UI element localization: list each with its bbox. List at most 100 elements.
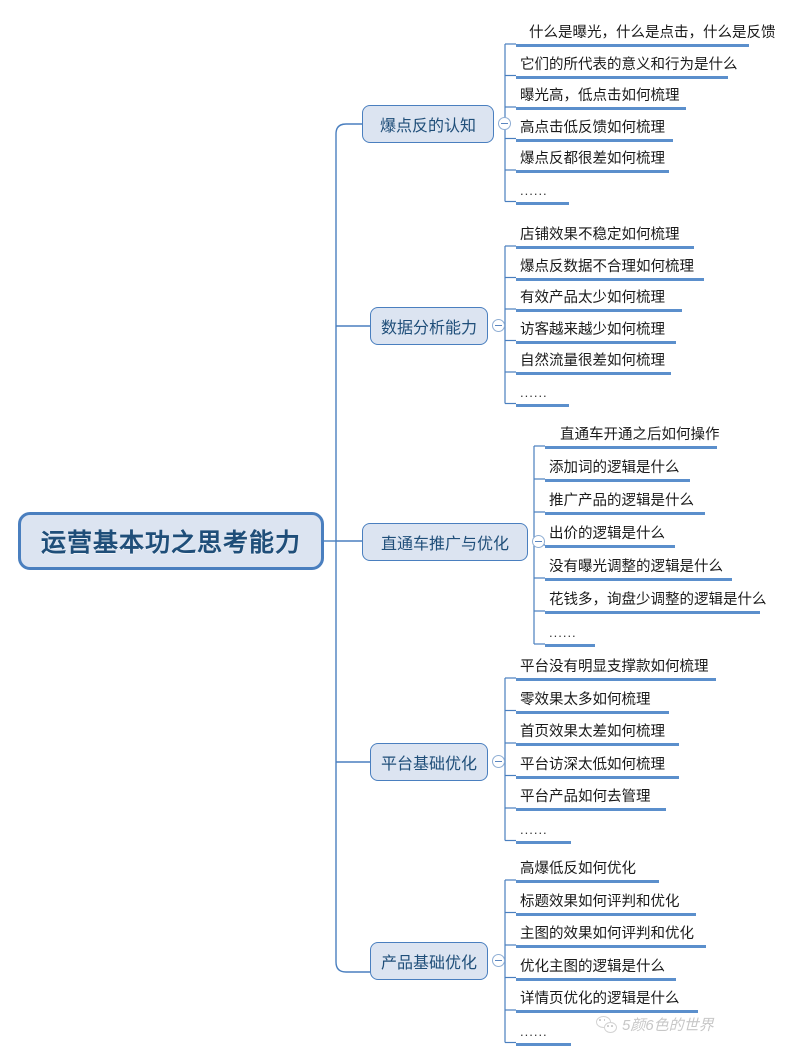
leaf-item[interactable]: 添加词的逻辑是什么: [545, 458, 690, 482]
leaf-item-underline: [516, 1010, 698, 1013]
leaf-item-label: 零效果太多如何梳理: [520, 691, 651, 708]
leaf-item[interactable]: 零效果太多如何梳理: [516, 690, 669, 714]
root-node[interactable]: 运营基本功之思考能力: [18, 512, 324, 570]
leaf-item[interactable]: 主图的效果如何评判和优化: [516, 924, 706, 948]
branch-node-label: 平台基础优化: [381, 756, 478, 773]
leaf-item-underline: [545, 644, 595, 647]
leaf-item[interactable]: ......: [516, 383, 569, 407]
leaf-item-underline: [516, 246, 694, 249]
leaf-item[interactable]: 什么是曝光，什么是点击，什么是反馈: [516, 23, 780, 47]
leaf-item[interactable]: 平台访深太低如何梳理: [516, 755, 679, 779]
leaf-item-label: 没有曝光调整的逻辑是什么: [549, 559, 723, 575]
leaf-item-underline: [516, 107, 686, 110]
leaf-item-underline: [516, 372, 671, 375]
leaf-item-label: 自然流量很差如何梳理: [520, 353, 665, 369]
leaf-item-underline: [516, 277, 704, 281]
leaf-item-label: 高爆低反如何优化: [520, 861, 636, 877]
watermark-text: 5颜6色的世界: [622, 1017, 714, 1034]
leaf-item[interactable]: ......: [516, 820, 571, 844]
leaf-item[interactable]: 曝光高，低点击如何梳理: [516, 86, 686, 110]
leaf-item-underline: [545, 446, 717, 449]
leaf-item-label: 爆点反数据不合理如何梳理: [520, 258, 694, 275]
leaf-item-label: 有效产品太少如何梳理: [520, 290, 665, 306]
leaf-item-label: 首页效果太差如何梳理: [520, 724, 665, 740]
leaf-item-underline: [516, 808, 666, 811]
leaf-item-underline: [516, 912, 696, 916]
leaf-item-label: 高点击低反馈如何梳理: [520, 119, 665, 136]
leaf-item-label: 平台产品如何去管理: [520, 789, 651, 805]
collapse-minus-icon[interactable]: [498, 117, 511, 130]
collapse-minus-icon[interactable]: [492, 954, 505, 967]
leaf-item-underline: [545, 578, 732, 581]
leaf-item[interactable]: 店铺效果不稳定如何梳理: [516, 225, 694, 249]
leaf-item[interactable]: 自然流量很差如何梳理: [516, 351, 671, 375]
leaf-item-label: 什么是曝光，什么是点击，什么是反馈: [529, 25, 776, 41]
leaf-item-label: 详情页优化的逻辑是什么: [520, 991, 680, 1007]
leaf-item-label: 优化主图的逻辑是什么: [520, 958, 665, 975]
leaf-item-label: ......: [520, 182, 548, 198]
leaf-item-underline: [516, 138, 673, 142]
branch-node-2[interactable]: 数据分析能力: [370, 307, 488, 345]
branch-node-label: 直通车推广与优化: [380, 536, 509, 553]
branch-node-label: 爆点反的认知: [379, 118, 476, 135]
collapse-minus-icon[interactable]: [532, 535, 545, 548]
watermark: 5颜6色的世界: [596, 1014, 714, 1035]
leaf-item-underline: [545, 611, 760, 614]
branch-node-label: 数据分析能力: [381, 320, 478, 337]
leaf-item-underline: [516, 775, 679, 779]
leaf-item[interactable]: 推广产品的逻辑是什么: [545, 491, 705, 515]
leaf-item[interactable]: 详情页优化的逻辑是什么: [516, 989, 698, 1013]
leaf-item[interactable]: 爆点反都很差如何梳理: [516, 149, 669, 173]
leaf-item-underline: [516, 75, 728, 79]
leaf-item-label: 花钱多，询盘少调整的逻辑是什么: [549, 592, 767, 608]
leaf-item-label: 出价的逻辑是什么: [549, 526, 665, 542]
leaf-item-label: 访客越来越少如何梳理: [520, 321, 665, 338]
leaf-item[interactable]: 高点击低反馈如何梳理: [516, 118, 673, 142]
leaf-item[interactable]: 没有曝光调整的逻辑是什么: [545, 557, 732, 581]
branch-node-4[interactable]: 平台基础优化: [370, 743, 488, 781]
leaf-item[interactable]: 有效产品太少如何梳理: [516, 288, 682, 312]
leaf-item[interactable]: 出价的逻辑是什么: [545, 524, 675, 548]
leaf-item[interactable]: 它们的所代表的意义和行为是什么: [516, 55, 742, 79]
wechat-icon: [596, 1016, 617, 1033]
leaf-item-label: ......: [520, 384, 548, 400]
leaf-item[interactable]: 花钱多，询盘少调整的逻辑是什么: [545, 590, 771, 614]
leaf-item-underline: [516, 880, 659, 883]
leaf-item-label: 店铺效果不稳定如何梳理: [520, 227, 680, 243]
leaf-item-underline: [516, 977, 676, 981]
leaf-item[interactable]: 标题效果如何评判和优化: [516, 892, 696, 916]
leaf-item-label: 标题效果如何评判和优化: [520, 893, 680, 910]
branch-node-3[interactable]: 直通车推广与优化: [362, 523, 528, 561]
leaf-item[interactable]: 直通车开通之后如何操作: [545, 425, 724, 449]
branch-node-label: 产品基础优化: [381, 955, 478, 972]
leaf-item[interactable]: ......: [516, 1022, 571, 1046]
collapse-minus-icon[interactable]: [492, 755, 505, 768]
leaf-item-label: 平台没有明显支撑款如何梳理: [520, 659, 709, 675]
leaf-item[interactable]: ......: [516, 181, 569, 205]
leaf-item[interactable]: 爆点反数据不合理如何梳理: [516, 257, 704, 281]
leaf-item-label: 推广产品的逻辑是什么: [549, 493, 694, 509]
leaf-item-label: 它们的所代表的意义和行为是什么: [520, 56, 738, 73]
leaf-item[interactable]: ......: [545, 623, 595, 647]
leaf-item-label: ......: [520, 821, 548, 837]
leaf-item-underline: [545, 512, 705, 515]
leaf-item-underline: [516, 710, 669, 714]
leaf-item-underline: [516, 945, 706, 948]
leaf-item[interactable]: 访客越来越少如何梳理: [516, 320, 676, 344]
leaf-item-underline: [516, 44, 749, 47]
leaf-item-label: 直通车开通之后如何操作: [560, 427, 720, 443]
leaf-item-underline: [516, 840, 571, 844]
leaf-item[interactable]: 优化主图的逻辑是什么: [516, 957, 676, 981]
leaf-item-underline: [516, 201, 569, 205]
leaf-item-label: 曝光高，低点击如何梳理: [520, 88, 680, 104]
branch-node-5[interactable]: 产品基础优化: [370, 942, 488, 980]
leaf-item[interactable]: 高爆低反如何优化: [516, 859, 659, 883]
collapse-minus-icon[interactable]: [492, 319, 505, 332]
branch-node-1[interactable]: 爆点反的认知: [362, 105, 494, 143]
leaf-item[interactable]: 平台没有明显支撑款如何梳理: [516, 657, 716, 681]
leaf-item[interactable]: 平台产品如何去管理: [516, 787, 666, 811]
leaf-item[interactable]: 首页效果太差如何梳理: [516, 722, 679, 746]
leaf-item-underline: [516, 340, 676, 344]
leaf-item-underline: [545, 545, 675, 548]
